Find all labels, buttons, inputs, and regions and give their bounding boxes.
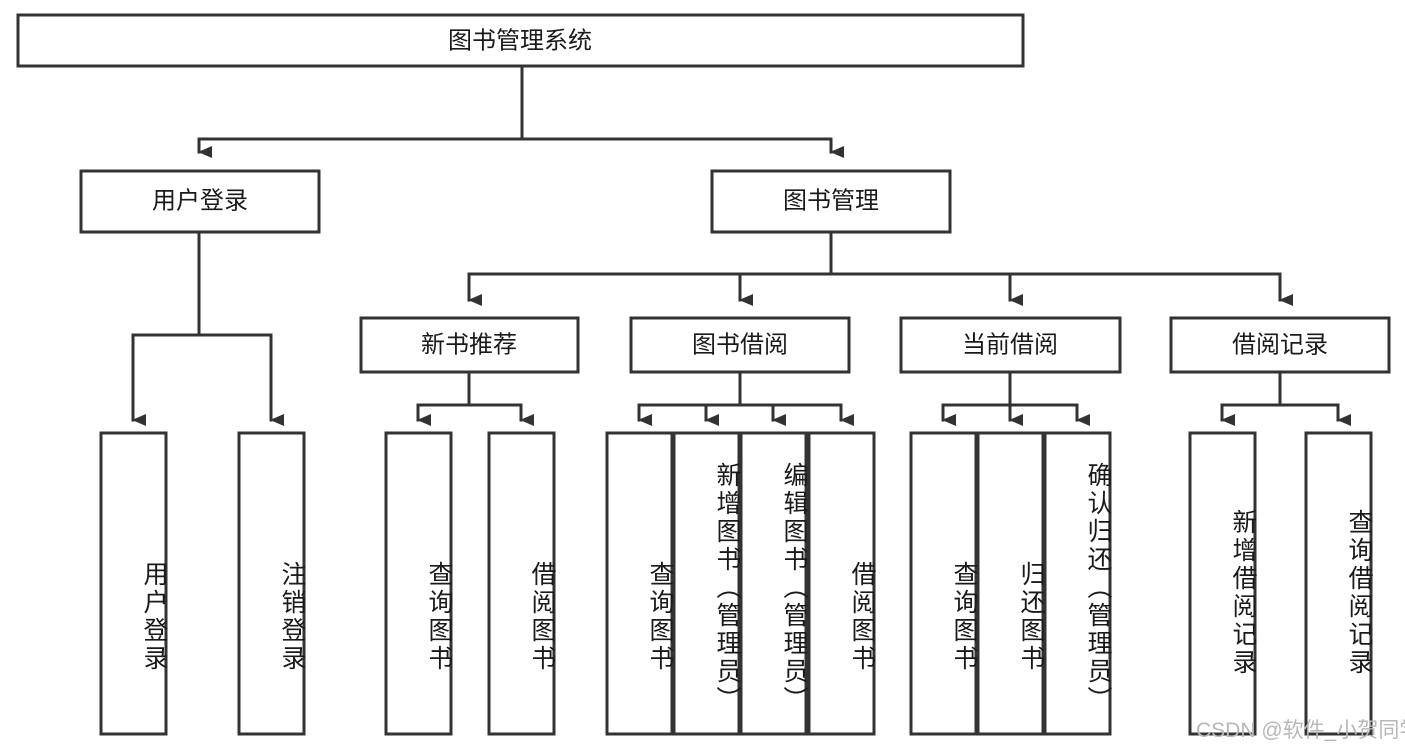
node-leaf-user-login[interactable] bbox=[99, 431, 168, 736]
connector-group-book-borrow bbox=[637, 370, 854, 426]
node-leaf-query-book-3[interactable] bbox=[909, 431, 978, 736]
node-leaf-query-record[interactable] bbox=[1304, 431, 1373, 736]
node-leaf-confirm-return[interactable] bbox=[1043, 431, 1112, 736]
connector-group-borrow-record bbox=[1220, 370, 1351, 426]
node-leaf-return-book[interactable] bbox=[976, 431, 1045, 736]
connector-group-new-book-recommend bbox=[416, 370, 534, 426]
connector-group-root bbox=[197, 64, 844, 158]
node-leaf-edit-book[interactable] bbox=[739, 431, 808, 736]
leaf-boxes bbox=[99, 431, 1373, 736]
node-new-book-recommend[interactable]: 新书推荐 bbox=[359, 316, 580, 374]
node-book-borrow[interactable]: 图书借阅 bbox=[629, 316, 851, 374]
node-borrow-record-label: 借阅记录 bbox=[1232, 331, 1328, 358]
node-book-management-label: 图书管理 bbox=[783, 187, 879, 214]
node-leaf-add-book[interactable] bbox=[672, 431, 741, 736]
node-root[interactable]: 图书管理系统 bbox=[16, 13, 1025, 68]
node-leaf-borrow-book-2[interactable] bbox=[807, 431, 876, 736]
node-borrow-record[interactable]: 借阅记录 bbox=[1169, 316, 1391, 374]
node-current-borrow[interactable]: 当前借阅 bbox=[899, 316, 1122, 374]
node-leaf-borrow-book-1[interactable] bbox=[487, 431, 556, 736]
node-user-login[interactable]: 用户登录 bbox=[79, 169, 321, 234]
node-leaf-query-book-1[interactable] bbox=[384, 431, 453, 736]
node-leaf-add-record[interactable] bbox=[1188, 431, 1257, 736]
node-leaf-query-book-2[interactable] bbox=[605, 431, 674, 736]
node-new-book-recommend-label: 新书推荐 bbox=[421, 331, 517, 358]
connector-group-book-management bbox=[467, 230, 1293, 306]
node-book-management[interactable]: 图书管理 bbox=[710, 169, 952, 234]
node-current-borrow-label: 当前借阅 bbox=[962, 331, 1058, 358]
connector-group-current-borrow bbox=[941, 370, 1090, 426]
node-root-label: 图书管理系统 bbox=[448, 27, 592, 54]
node-user-login-label: 用户登录 bbox=[152, 187, 248, 214]
connector-group-user-login bbox=[131, 230, 284, 426]
csdn-watermark: CSDN @软件_小贺同学 bbox=[1196, 719, 1405, 742]
node-book-borrow-label: 图书借阅 bbox=[692, 331, 788, 358]
node-leaf-user-logout[interactable] bbox=[237, 431, 306, 736]
